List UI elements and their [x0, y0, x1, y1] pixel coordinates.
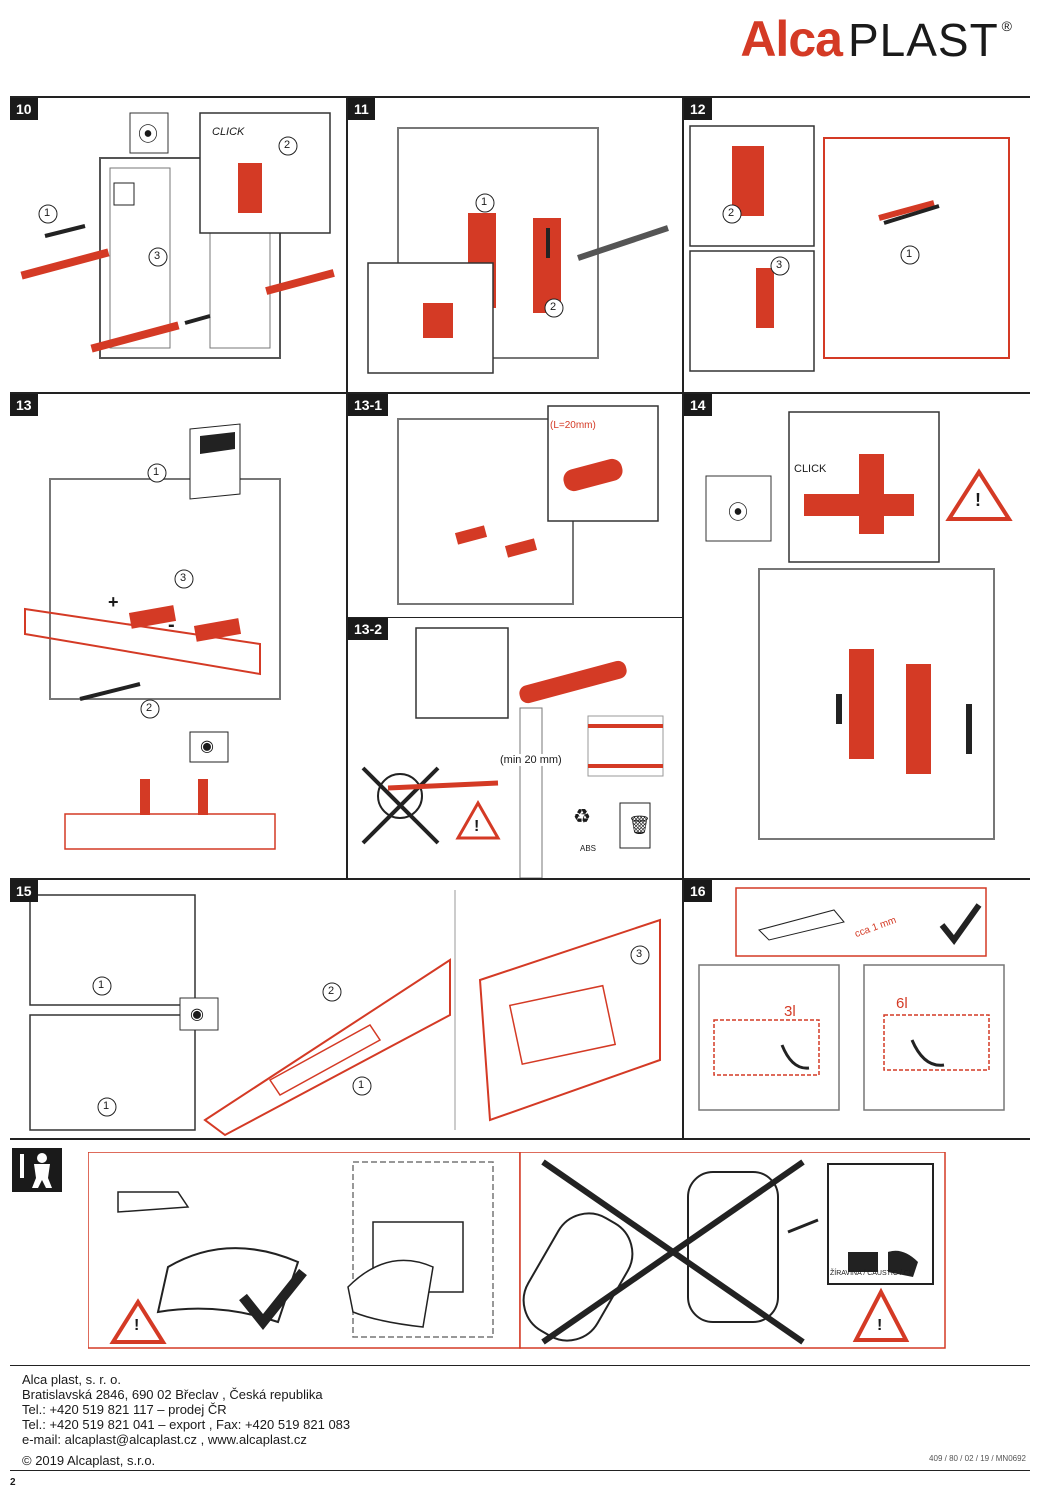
callout-15-3: 3	[636, 948, 643, 960]
callout-min-20mm: (min 20 mm)	[500, 754, 562, 766]
logo-registered: ®	[1001, 18, 1012, 34]
callout-15-1b: 1	[103, 1100, 110, 1112]
callout-10-3: 3	[154, 250, 161, 262]
footer-copyright: © 2019 Alcaplast, s.r.o.	[22, 1453, 156, 1468]
warning-icon: !	[474, 818, 480, 835]
footer-tel1: Tel.: +420 519 821 117 – prodej ČR	[22, 1402, 227, 1417]
callout-15-2: 2	[328, 985, 335, 997]
flush-volume-small: 3l	[784, 1003, 796, 1020]
footer-company: Alca plast, s. r. o.	[22, 1372, 121, 1387]
panel-step-14: 14 CLICK ! ⦿	[684, 394, 1030, 878]
caustic-hazard-label: ŽÍRAVINA / CAUSTIC / CI	[830, 1270, 911, 1277]
panel-step-12: 12 2 3 1	[684, 98, 1030, 392]
document-number: 409 / 80 / 02 / 19 / MN0692	[929, 1454, 1026, 1463]
grid-row1-line	[10, 392, 1030, 394]
step-label-14: 14	[684, 394, 712, 416]
callout-click-10: CLICK	[212, 126, 245, 138]
panel-step-10: 10 CLICK 1 3 2 ⦿	[10, 98, 346, 392]
eye-icon: ◉	[200, 738, 214, 755]
grid-row4-line	[10, 1138, 1030, 1140]
step-label-10: 10	[10, 98, 38, 120]
page-number: 2	[10, 1477, 16, 1488]
callout-length-20mm: (L=20mm)	[550, 420, 596, 431]
ear-icon-14: ⦿	[728, 502, 748, 524]
panel-step-13-1: 13-1 (L=20mm)	[348, 394, 682, 617]
step-label-13: 13	[10, 394, 38, 416]
callout-13-2: 2	[146, 702, 153, 714]
warning-icon-maintenance-right: !	[877, 1317, 883, 1334]
callout-12-2: 2	[728, 207, 735, 219]
callout-12-1: 1	[906, 248, 913, 260]
grid-col1-row1	[346, 96, 348, 878]
callout-12-3: 3	[776, 259, 783, 271]
warning-icon-maintenance-left: !	[134, 1317, 140, 1334]
footer-tel2: Tel.: +420 519 821 041 – export , Fax: +…	[22, 1417, 351, 1432]
step-label-16: 16	[684, 880, 712, 902]
grid-col-row4	[682, 878, 684, 1138]
step-label-12: 12	[684, 98, 712, 120]
flush-volume-large: 6l	[896, 995, 908, 1012]
callout-13-3: 3	[180, 572, 187, 584]
brand-logo: Alca PLAST ®	[740, 10, 1012, 74]
logo-suffix: PLAST	[847, 14, 999, 66]
callout-15-1a: 1	[98, 979, 105, 991]
grid-13-split	[346, 617, 682, 618]
callout-10-1: 1	[44, 207, 51, 219]
maintenance-icon	[12, 1148, 62, 1192]
logo-brand: Alca	[740, 11, 843, 67]
callout-11-1: 1	[481, 196, 488, 208]
panel-step-15: 15 1 1 2 1 3 ◉	[10, 880, 682, 1138]
grid-top-line	[10, 96, 1030, 98]
callout-13-plus: +	[108, 592, 119, 612]
warning-icon-14: !	[975, 490, 981, 510]
eye-icon-15: ◉	[190, 1006, 204, 1023]
trash-bin-icon: 🗑	[628, 815, 651, 835]
recycle-icon: ♻	[573, 806, 591, 828]
panel-maintenance: ! ! ŽÍRAVINA / CAUSTIC / CI	[88, 1152, 948, 1352]
panel-step-16: 16 cca 1 mm 3l 6l	[684, 880, 1030, 1138]
recycle-code: 7	[581, 812, 587, 822]
callout-11-2: 2	[550, 301, 557, 313]
callout-abs: ABS	[580, 844, 597, 853]
step-label-13-1: 13-1	[348, 394, 389, 416]
panel-step-13: 13 1 3 2 + - ◉	[10, 394, 346, 878]
step-label-15: 15	[10, 880, 38, 902]
grid-footer-line	[10, 1365, 1030, 1366]
grid-col2-row1	[682, 96, 684, 878]
grid-bottom-line	[10, 1470, 1030, 1471]
grid-row3-line	[10, 878, 1030, 880]
ear-icon: ⦿	[138, 124, 158, 146]
panel-step-13-2: 13-2 (min 20 mm) ♻ 7 ABS 🗑 !	[348, 618, 682, 878]
callout-13-1: 1	[153, 466, 160, 478]
footer-email[interactable]: e-mail: alcaplast@alcaplast.cz , www.alc…	[22, 1432, 307, 1447]
callout-13-minus: -	[168, 614, 175, 636]
callout-10-2: 2	[284, 139, 291, 151]
callout-15-1c: 1	[358, 1079, 365, 1091]
step-label-13-2: 13-2	[348, 618, 389, 640]
callout-click-14: CLICK	[794, 463, 827, 475]
footer-address: Bratislavská 2846, 690 02 Břeclav , Česk…	[22, 1387, 323, 1402]
footer-contact: Alca plast, s. r. o. Bratislavská 2846, …	[22, 1372, 350, 1468]
panel-step-11: 11 1 2	[348, 98, 682, 392]
step-label-11: 11	[348, 98, 375, 120]
